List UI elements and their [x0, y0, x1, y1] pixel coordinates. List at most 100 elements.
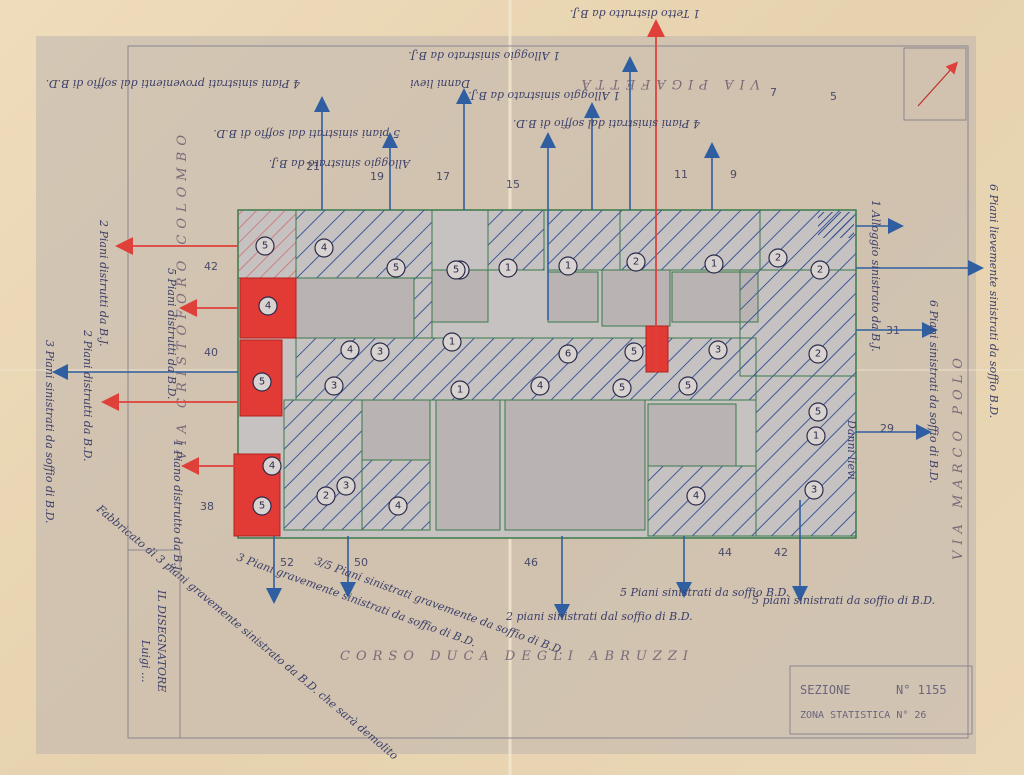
floor-count-circle: 2 [810, 260, 830, 280]
svg-text:1: 1 [813, 431, 819, 442]
floor-count-circle: 5 [252, 496, 272, 516]
statistical-zone: ZONA STATISTICA N° 26 [800, 710, 926, 721]
house-number: 17 [436, 170, 450, 183]
damage-note: 1 Tetto distrutto da B.J. [570, 7, 700, 20]
floor-count-circle: 2 [768, 248, 788, 268]
svg-text:3: 3 [811, 485, 817, 496]
svg-text:5: 5 [259, 377, 265, 388]
svg-text:5: 5 [262, 241, 268, 252]
damage-note: 1 Piano distrutto da B.J. [171, 440, 184, 573]
street-label-right: VIA MARCO POLO [951, 352, 966, 560]
damage-note: 2 piani sinistrati dal soffio di B.D. [505, 610, 693, 623]
floor-count-circle: 3 [336, 476, 356, 496]
svg-text:5: 5 [453, 265, 459, 276]
damage-note: 6 Piani sinistrati da soffio di B.D. [927, 300, 940, 484]
damage-note: 1 Alloggio sinistrato da B.J. [408, 49, 560, 62]
courtyard [295, 277, 415, 339]
svg-text:2: 2 [817, 265, 823, 276]
damage-note: 6 Piani lievemente sinistrati da soffio … [987, 184, 1000, 418]
house-number: 42 [204, 260, 218, 273]
floor-count-circle: 3 [708, 340, 728, 360]
floor-count-circle: 3 [370, 342, 390, 362]
floor-count-circle: 5 [612, 378, 632, 398]
svg-text:1: 1 [711, 259, 717, 270]
svg-text:2: 2 [633, 257, 639, 268]
house-number: 21 [306, 160, 320, 173]
house-number: 40 [204, 346, 218, 359]
svg-text:3: 3 [331, 381, 337, 392]
floor-count-circle: 5 [624, 342, 644, 362]
destroyed-building [645, 325, 669, 373]
damage-note: 1 Alloggio sinistrato da B.J. [468, 89, 620, 102]
floor-count-circle: 5 [808, 402, 828, 422]
house-number: 9 [730, 168, 737, 181]
svg-text:4: 4 [537, 381, 543, 392]
floor-count-circle: 1 [704, 254, 724, 274]
section-label: SEZIONE [800, 683, 851, 697]
floor-count-circle: 4 [262, 456, 282, 476]
svg-text:5: 5 [631, 347, 637, 358]
designer-label: IL DISEGNATORE [155, 589, 168, 692]
section-number: N° 1155 [896, 683, 947, 697]
floor-count-circle: 4 [388, 496, 408, 516]
svg-text:5: 5 [393, 263, 399, 274]
floor-count-circle: 5 [386, 258, 406, 278]
floor-count-circle: 3 [324, 376, 344, 396]
svg-text:4: 4 [321, 243, 327, 254]
north-arrow-icon [917, 61, 959, 107]
svg-text:2: 2 [815, 349, 821, 360]
damage-note: 5 Piani distrutti da B.D. [165, 268, 178, 400]
svg-text:4: 4 [693, 491, 699, 502]
damage-note: Danni lievi [845, 419, 858, 480]
street-label-bottom: CORSO DUCA DEGLI ABRUZZI [340, 649, 694, 664]
damage-note: Alloggio sinistrato da B.J. [269, 157, 411, 170]
floor-count-circle: 4 [258, 296, 278, 316]
house-number: 50 [354, 556, 368, 569]
damage-note: 2 Piani distrutti da B.D. [81, 329, 94, 462]
svg-text:2: 2 [323, 491, 329, 502]
svg-text:4: 4 [265, 301, 271, 312]
floor-count-circle: 1 [498, 258, 518, 278]
damage-note: 3 Piani sinistrati da soffio di B.D. [43, 340, 56, 524]
street-label-top: VIA PIGAFETTA [576, 76, 760, 91]
svg-text:4: 4 [269, 461, 275, 472]
svg-text:4: 4 [347, 345, 353, 356]
svg-text:1: 1 [449, 337, 455, 348]
svg-text:4: 4 [395, 501, 401, 512]
designer-signature: Luigi ... [139, 639, 152, 682]
svg-text:3: 3 [343, 481, 349, 492]
floor-count-circle: 3 [804, 480, 824, 500]
damage-note: 1 Alloggio sinistrato da B.J. [869, 200, 882, 352]
house-number: 19 [370, 170, 384, 183]
north-box [903, 47, 967, 121]
floor-count-circle: 1 [558, 256, 578, 276]
damage-note: 5 Piani sinistrati da soffio B.D. [620, 586, 789, 599]
floor-count-circle: 4 [340, 340, 360, 360]
svg-text:5: 5 [685, 381, 691, 392]
house-number: 38 [200, 500, 214, 513]
floor-count-circle: 1 [806, 426, 826, 446]
floor-count-circle: 5 [446, 260, 466, 280]
dense-hatch [818, 212, 854, 238]
floor-count-circle: 6 [558, 344, 578, 364]
floor-count-circle: 4 [530, 376, 550, 396]
floor-count-circle: 2 [808, 344, 828, 364]
damage-note: 2 Piani distrutti da B.J. [97, 219, 110, 347]
svg-text:6: 6 [565, 349, 571, 360]
floor-count-circle: 2 [316, 486, 336, 506]
floor-count-circle: 4 [314, 238, 334, 258]
svg-text:5: 5 [259, 501, 265, 512]
floor-count-circle: 5 [255, 236, 275, 256]
svg-text:1: 1 [457, 385, 463, 396]
designer-box [127, 549, 181, 739]
floor-count-circle: 4 [686, 486, 706, 506]
frame-border [127, 45, 969, 739]
damage-note: 5 piani sinistrati da soffio di B.D. [752, 594, 935, 607]
svg-text:5: 5 [815, 407, 821, 418]
svg-text:1: 1 [505, 263, 511, 274]
house-number: 46 [524, 556, 538, 569]
svg-text:3: 3 [377, 347, 383, 358]
house-number: 7 [770, 86, 777, 99]
